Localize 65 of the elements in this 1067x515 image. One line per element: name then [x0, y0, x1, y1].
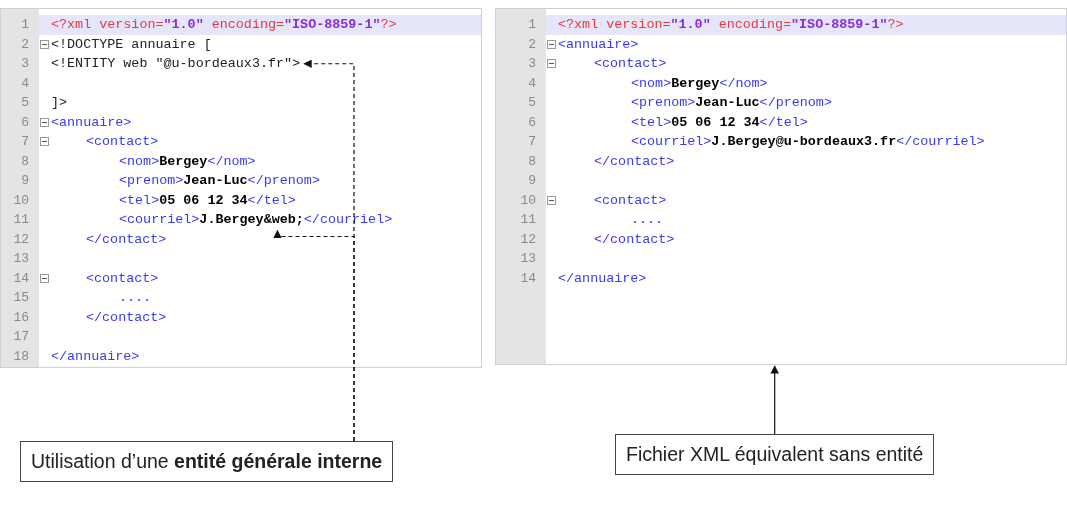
code-line: <courriel>J.Bergey&web;</courriel>	[119, 210, 393, 230]
line-number: 13	[13, 250, 29, 268]
code-line: <nom>Bergey</nom>	[119, 151, 256, 171]
line-number: 3	[528, 55, 536, 73]
line-number: 16	[13, 308, 29, 327]
code-line: <nom>Bergey</nom>	[631, 73, 768, 93]
arrow	[770, 365, 779, 435]
code-line: <contact>	[594, 190, 667, 210]
line-number: 10	[13, 191, 29, 210]
code-line: <annuaire>	[558, 34, 639, 54]
code-line: ....	[631, 210, 664, 230]
line-number: 1	[21, 16, 29, 34]
line-number: 5	[528, 94, 536, 112]
code-line: ]>	[51, 93, 68, 113]
code-line: </annuaire>	[51, 346, 140, 366]
code-line: <courriel>J.Bergey@u-bordeaux3.fr</courriel>	[631, 132, 985, 152]
code-line: </annuaire>	[558, 268, 647, 288]
line-number: 18	[13, 347, 29, 366]
line-number: 6	[528, 113, 536, 132]
line-number: 10	[520, 191, 536, 210]
line-number: 7	[528, 133, 536, 151]
line-number: 14	[13, 269, 29, 288]
line-number: 13	[520, 250, 536, 268]
code-line: </contact>	[594, 229, 675, 249]
line-number: 12	[13, 230, 29, 249]
code-editor-panel	[0, 8, 482, 368]
arrow	[273, 229, 355, 442]
line-number: 9	[528, 172, 536, 190]
code-line: <tel>05 06 12 34</tel>	[119, 190, 296, 210]
line-number: 17	[13, 328, 29, 346]
line-number: 3	[21, 55, 29, 73]
line-number: 12	[520, 230, 536, 249]
line-number: 9	[21, 172, 29, 190]
line-number: 4	[528, 74, 536, 93]
line-number: 8	[21, 152, 29, 171]
code-line: <annuaire>	[51, 112, 132, 132]
caption-box: Fichier XML équivalent sans entité	[615, 434, 935, 475]
code-line: </contact>	[86, 229, 167, 249]
code-line: <prenom>Jean-Luc</prenom>	[119, 171, 320, 191]
code-line: <!ENTITY web "@u-bordeaux3.fr">	[51, 54, 301, 74]
line-number: 1	[528, 16, 536, 34]
line-number: 8	[528, 152, 536, 171]
line-number: 7	[21, 133, 29, 151]
line-number: 5	[21, 94, 29, 112]
code-line: <prenom>Jean-Luc</prenom>	[631, 93, 832, 113]
line-number: 4	[21, 74, 29, 93]
line-number: 6	[21, 113, 29, 132]
line-number: 11	[13, 211, 29, 229]
code-line: ....	[119, 288, 152, 308]
line-number: 14	[520, 269, 536, 288]
line-number: 2	[528, 35, 536, 54]
line-number: 11	[520, 211, 536, 229]
code-line: <contact>	[86, 132, 159, 152]
code-line: </contact>	[594, 151, 675, 171]
caption-box: Utilisation d’une entité générale interne	[20, 441, 394, 482]
line-number-gutter	[1, 9, 39, 367]
line-number: 2	[21, 35, 29, 54]
line-number: 15	[13, 289, 29, 307]
code-editor-panel	[495, 8, 1067, 365]
line-number-gutter	[496, 9, 546, 364]
code-line: </contact>	[86, 307, 167, 327]
code-line: <tel>05 06 12 34</tel>	[631, 112, 808, 132]
code-line: <contact>	[86, 268, 159, 288]
code-line: <contact>	[594, 54, 667, 74]
code-line: <!DOCTYPE annuaire [	[51, 34, 212, 54]
